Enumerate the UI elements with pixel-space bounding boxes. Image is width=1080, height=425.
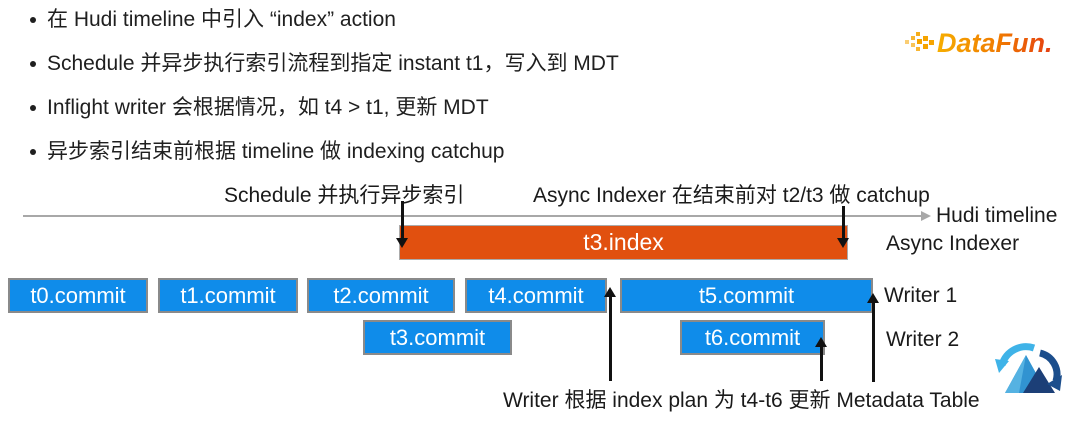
bullet-list: 在 Hudi timeline 中引入 “index” action Sched… <box>28 6 619 182</box>
schedule-arrow <box>401 201 404 240</box>
update-arrowhead-t5-icon <box>867 293 879 303</box>
datafun-dots-icon <box>905 32 934 51</box>
bullet-item-2: Schedule 并异步执行索引流程到指定 instant t1，写入到 MDT <box>28 50 619 78</box>
async-indexer-label: Async Indexer <box>886 232 1020 255</box>
datafun-logo-text: DataFun. <box>937 27 1053 58</box>
commit-box-t1: t1.commit <box>158 278 298 313</box>
update-arrow-t4 <box>609 296 612 381</box>
bullet-item-1: 在 Hudi timeline 中引入 “index” action <box>28 6 619 34</box>
schedule-arrowhead-icon <box>396 238 408 248</box>
commit-box-t4: t4.commit <box>465 278 607 313</box>
bullet-item-3: Inflight writer 会根据情况，如 t4 > t1, 更新 MDT <box>28 94 619 122</box>
catchup-arrow <box>842 206 845 240</box>
hudi-timeline-axis <box>23 215 922 217</box>
hudi-timeline-label: Hudi timeline <box>936 204 1058 227</box>
commit-label: t3.commit <box>389 324 486 350</box>
commit-box-t6: t6.commit <box>680 320 825 355</box>
update-arrow-t5 <box>872 302 875 382</box>
update-arrowhead-t4-icon <box>604 287 616 297</box>
catchup-annotation: Async Indexer 在结束前对 t2/t3 做 catchup <box>533 184 930 207</box>
hudi-logo-icon <box>995 343 1062 393</box>
bullet-item-4: 异步索引结束前根据 timeline 做 indexing catchup <box>28 138 619 166</box>
index-bar: t3.index <box>399 225 848 260</box>
update-arrow-t6 <box>820 346 823 381</box>
commit-box-t0: t0.commit <box>8 278 148 313</box>
catchup-arrowhead-icon <box>837 238 849 248</box>
commit-label: t1.commit <box>180 282 276 308</box>
commit-label: t4.commit <box>488 282 584 308</box>
commit-box-t5: t5.commit <box>620 278 873 313</box>
commit-label: t5.commit <box>698 282 795 308</box>
commit-label: t6.commit <box>704 324 801 350</box>
datafun-logo: DataFun. <box>903 26 1053 60</box>
bottom-note: Writer 根据 index plan 为 t4-t6 更新 Metadata… <box>503 389 980 412</box>
commit-label: t0.commit <box>30 282 126 308</box>
hudi-timeline-arrowhead-icon <box>921 211 931 221</box>
writer1-label: Writer 1 <box>884 284 958 307</box>
commit-box-t2: t2.commit <box>307 278 455 313</box>
update-arrowhead-t6-icon <box>815 337 827 347</box>
commit-box-t3: t3.commit <box>363 320 512 355</box>
writer2-label: Writer 2 <box>886 328 960 351</box>
commit-label: t2.commit <box>333 282 429 308</box>
schedule-annotation: Schedule 并执行异步索引 <box>224 184 465 207</box>
index-bar-label: t3.index <box>583 229 664 255</box>
